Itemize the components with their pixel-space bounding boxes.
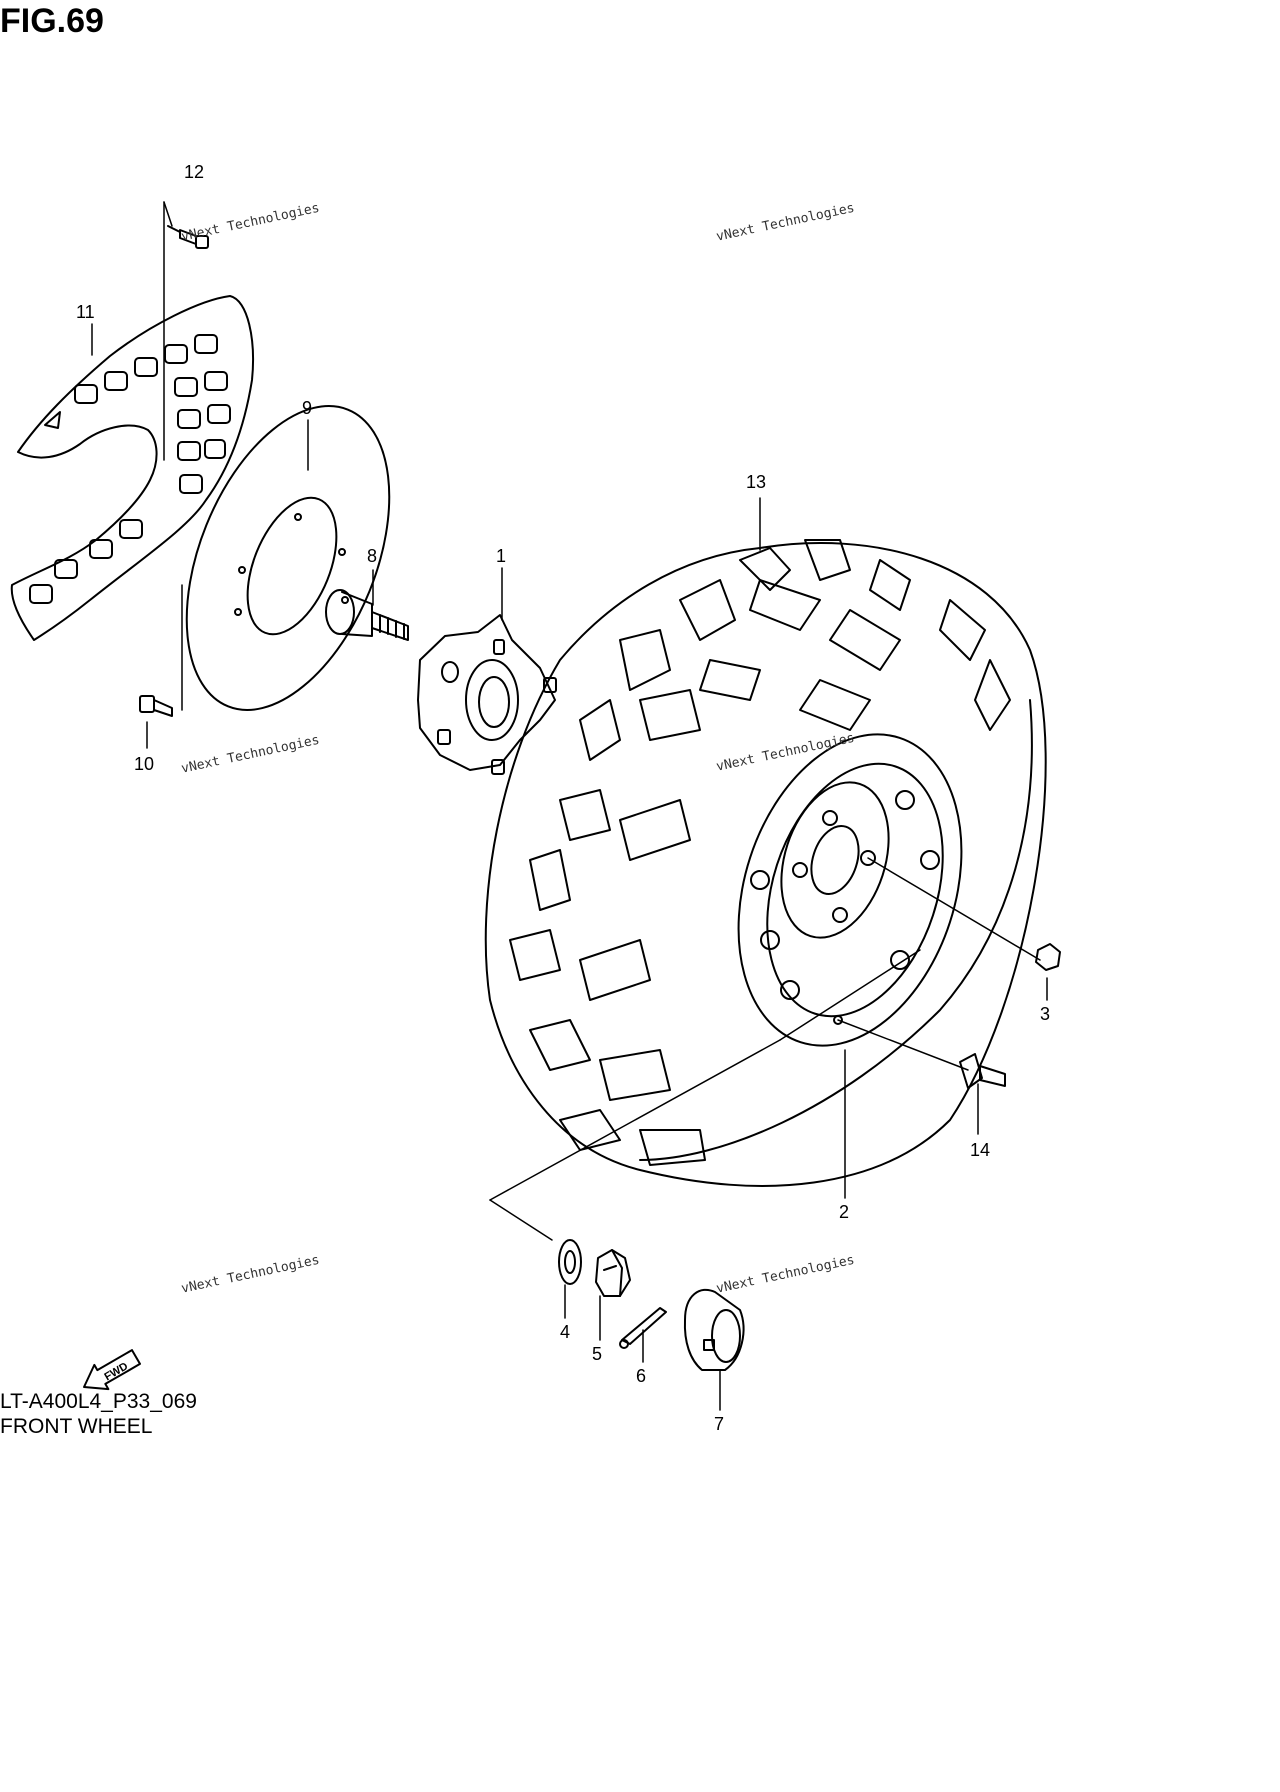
castle-nut-part-5	[595, 1249, 631, 1297]
bolt-part-12	[167, 225, 209, 249]
washer-part-4	[558, 1239, 582, 1285]
callout-1: 1	[496, 546, 506, 566]
hub-cap-part-7	[683, 1288, 745, 1371]
callout-8: 8	[367, 546, 377, 566]
wheel-nut-part-3	[1035, 943, 1061, 971]
brake-disc-part-9	[185, 405, 391, 711]
callout-11: 11	[76, 302, 95, 322]
callout-14: 14	[970, 1140, 990, 1160]
callout-10: 10	[134, 754, 154, 774]
cotter-pin-part-6	[619, 1307, 667, 1349]
callout-numbers: 1 2 3 4 5 6 7 8 9 10 11 12 13 14	[76, 162, 1050, 1434]
callout-4: 4	[560, 1322, 570, 1342]
tire-part-13	[484, 539, 1047, 1187]
valve-stem-part-14	[959, 1053, 1006, 1089]
callout-3: 3	[1040, 1004, 1050, 1024]
callout-2: 2	[839, 1202, 849, 1222]
spindle-part-8	[325, 589, 409, 641]
callout-5: 5	[592, 1344, 602, 1364]
callout-7: 7	[714, 1414, 724, 1434]
model-code: LT-A400L4_P33_069	[0, 1390, 197, 1413]
callout-6: 6	[636, 1366, 646, 1386]
bolt-part-10	[139, 695, 173, 717]
wheel-hub-part-1	[417, 614, 557, 775]
wheel-rim-part-2	[737, 733, 963, 1047]
callout-12: 12	[184, 162, 204, 182]
callout-13: 13	[746, 472, 766, 492]
callout-9: 9	[302, 398, 312, 418]
callout-leader-lines	[91, 201, 1048, 1411]
figure-title: FIG.69	[0, 2, 104, 40]
fwd-direction-arrow: FWD	[83, 1349, 141, 1391]
brake-guard-part-11	[10, 295, 254, 641]
section-name: FRONT WHEEL	[0, 1415, 153, 1438]
